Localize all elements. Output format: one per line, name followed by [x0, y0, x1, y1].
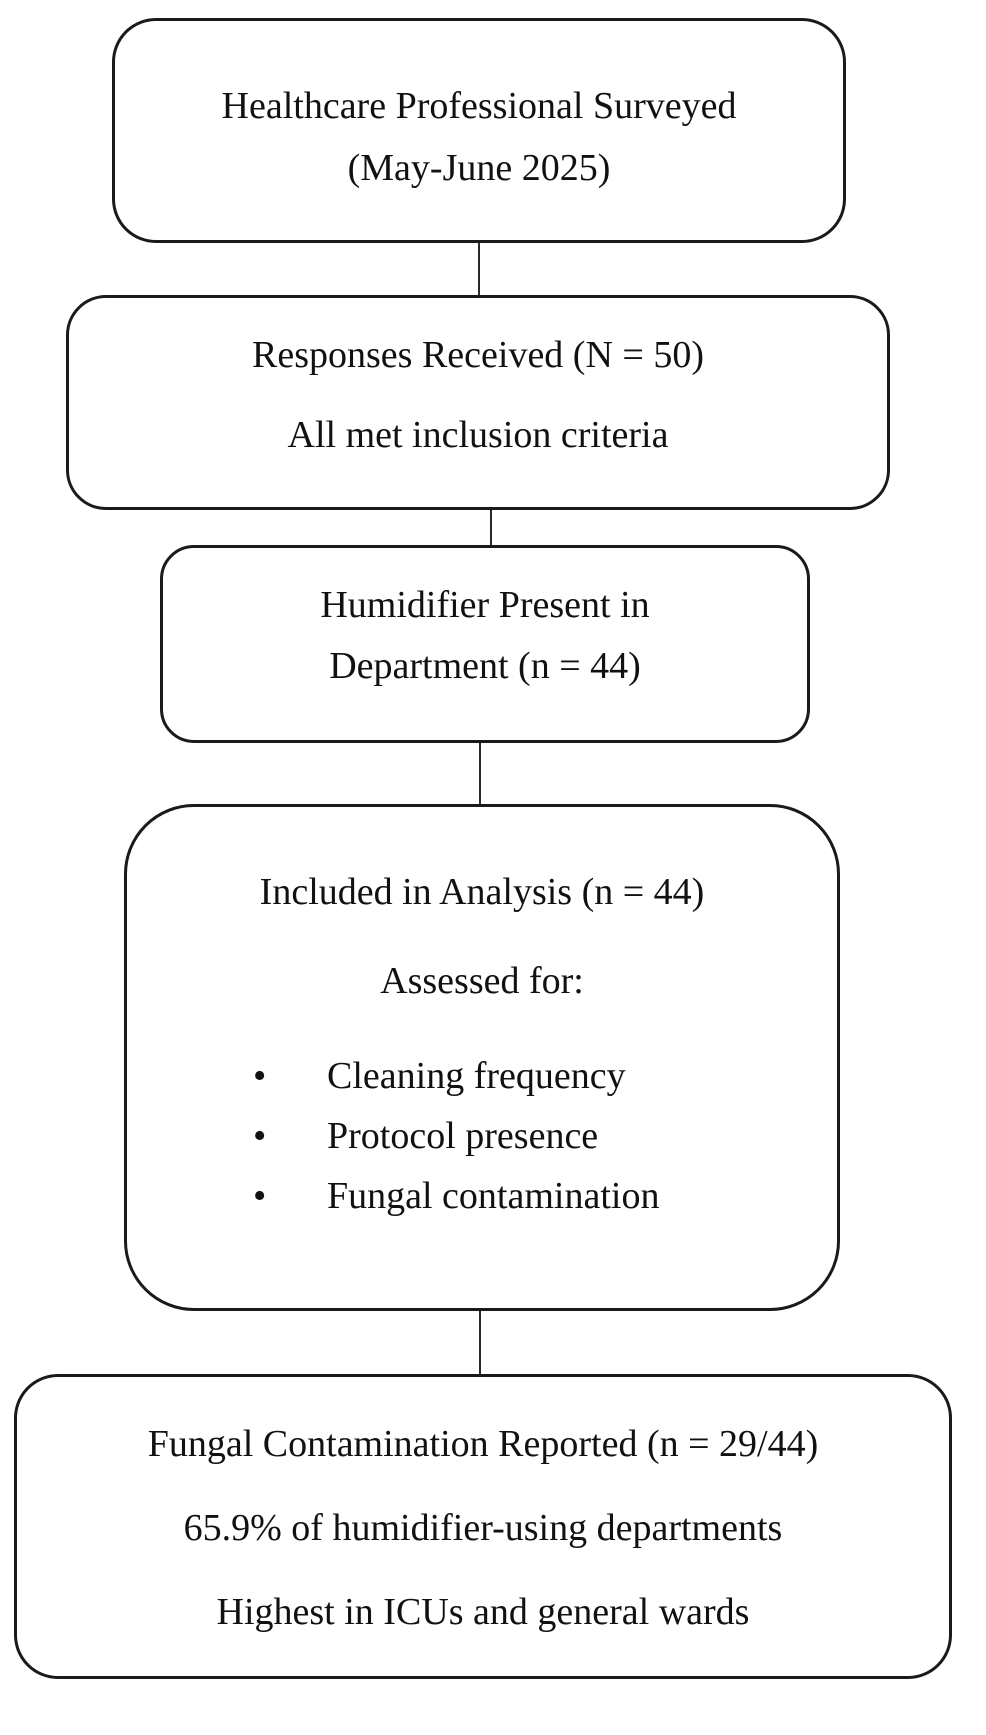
- assessed-for-label: Assessed for:: [380, 960, 584, 1002]
- responses-box: Responses Received (N = 50) All met incl…: [66, 295, 890, 510]
- responses-count: Responses Received (N = 50): [252, 334, 704, 376]
- survey-period: (May-June 2025): [347, 147, 611, 189]
- connector-2: [490, 510, 492, 546]
- bullet-item: • Fungal contamination: [127, 1173, 837, 1219]
- humidifier-box: Humidifier Present in Department (n = 44…: [160, 545, 810, 743]
- contamination-count: Fungal Contamination Reported (n = 29/44…: [147, 1423, 819, 1465]
- contamination-box: Fungal Contamination Reported (n = 29/44…: [14, 1374, 952, 1679]
- connector-4: [479, 1311, 481, 1375]
- survey-title: Healthcare Professional Surveyed: [221, 85, 737, 127]
- analysis-box: Included in Analysis (n = 44) Assessed f…: [124, 804, 840, 1311]
- connector-3: [479, 743, 481, 806]
- bullet-icon: •: [253, 1175, 267, 1217]
- bullet-icon: •: [253, 1115, 267, 1157]
- bullet-text: Protocol presence: [327, 1115, 599, 1157]
- contamination-percentage: 65.9% of humidifier-using departments: [183, 1507, 783, 1549]
- connector-1: [478, 243, 480, 297]
- bullet-item: • Cleaning frequency: [127, 1053, 837, 1099]
- humidifier-present: Humidifier Present in: [320, 584, 650, 626]
- department-count: Department (n = 44): [329, 645, 641, 687]
- bullet-text: Fungal contamination: [327, 1175, 660, 1217]
- bullet-icon: •: [253, 1055, 267, 1097]
- bullet-item: • Protocol presence: [127, 1113, 837, 1159]
- inclusion-note: All met inclusion criteria: [287, 414, 669, 456]
- bullet-text: Cleaning frequency: [327, 1055, 626, 1097]
- survey-box: Healthcare Professional Surveyed (May-Ju…: [112, 18, 846, 243]
- analysis-count: Included in Analysis (n = 44): [259, 871, 705, 913]
- contamination-location: Highest in ICUs and general wards: [216, 1591, 750, 1633]
